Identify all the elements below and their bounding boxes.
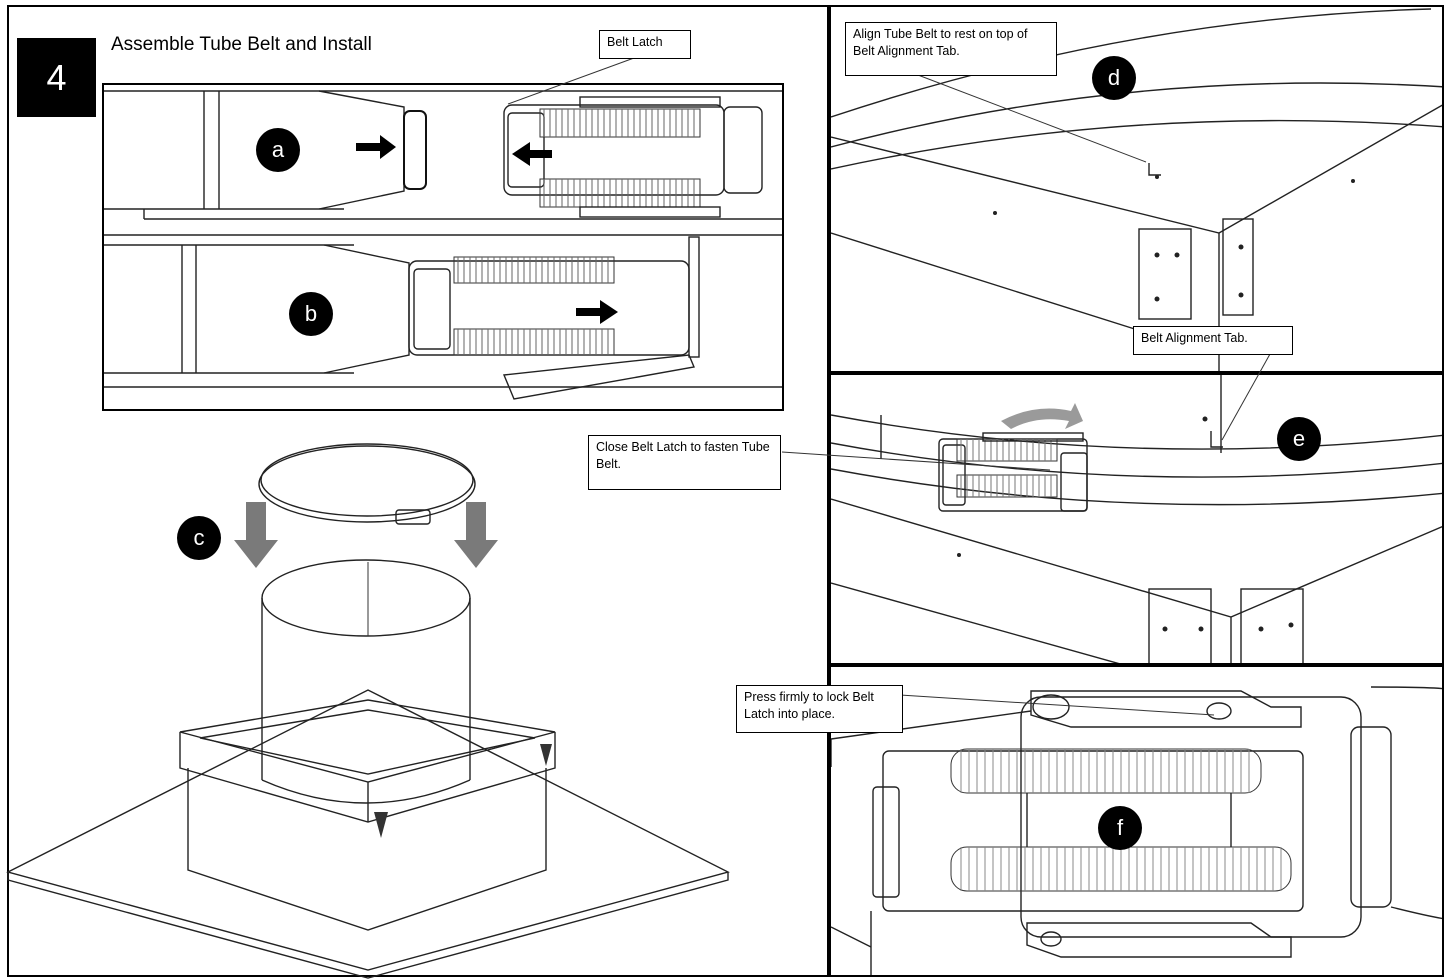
arrow-down-icon: [234, 502, 278, 568]
belt-end-illustration: [104, 90, 782, 400]
belt-latch-close-illustration: [831, 375, 1442, 663]
badge-e: e: [1277, 417, 1321, 461]
callout-close-belt-latch: Close Belt Latch to fasten Tube Belt.: [588, 435, 781, 490]
badge-c: c: [177, 516, 221, 560]
badge-b: b: [289, 292, 333, 336]
arrow-right-icon: [356, 135, 396, 159]
tube-assembly-illustration: [6, 443, 730, 979]
callout-belt-latch: Belt Latch: [599, 30, 691, 59]
arrow-right-icon: [576, 300, 618, 324]
panel-f: [829, 665, 1444, 977]
step-title: Assemble Tube Belt and Install: [111, 34, 372, 55]
step-number: 4: [17, 38, 96, 117]
curved-arrow-icon: [1001, 403, 1083, 429]
badge-a: a: [256, 128, 300, 172]
callout-align-tube-belt: Align Tube Belt to rest on top of Belt A…: [845, 22, 1057, 76]
callout-press-firmly: Press firmly to lock Belt Latch into pla…: [736, 685, 903, 733]
arrow-down-icon: [454, 502, 498, 568]
panel-e: [829, 373, 1444, 665]
tube-belt-alignment-illustration: [831, 8, 1442, 371]
panel-ab: [102, 83, 784, 411]
badge-f: f: [1098, 806, 1142, 850]
arrow-left-icon: [512, 142, 552, 166]
callout-belt-alignment-tab: Belt Alignment Tab.: [1133, 326, 1293, 355]
badge-d: d: [1092, 56, 1136, 100]
